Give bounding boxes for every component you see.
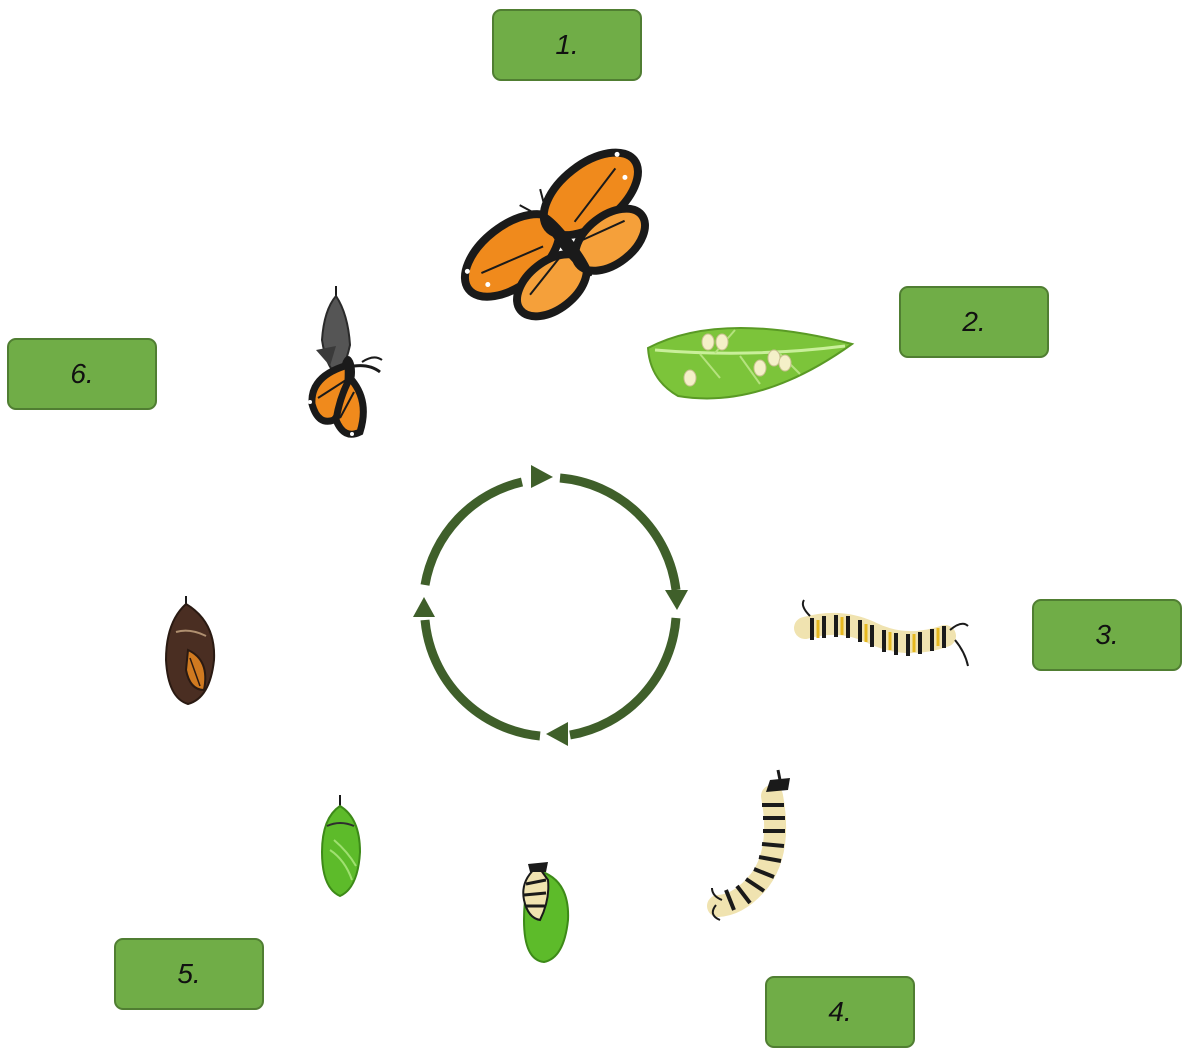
emerging-butterfly-icon: [308, 286, 382, 436]
green-chrysalis-icon: [322, 795, 360, 896]
dark-chrysalis-icon: [166, 596, 214, 704]
monarch-butterfly-icon: [447, 132, 678, 346]
hanging-caterpillar-icon: [712, 770, 790, 920]
eggs-on-leaf-icon: [648, 328, 852, 399]
cycle-arrows-icon: [413, 465, 688, 746]
caterpillar-icon: [803, 600, 968, 666]
forming-chrysalis-icon: [523, 862, 568, 962]
